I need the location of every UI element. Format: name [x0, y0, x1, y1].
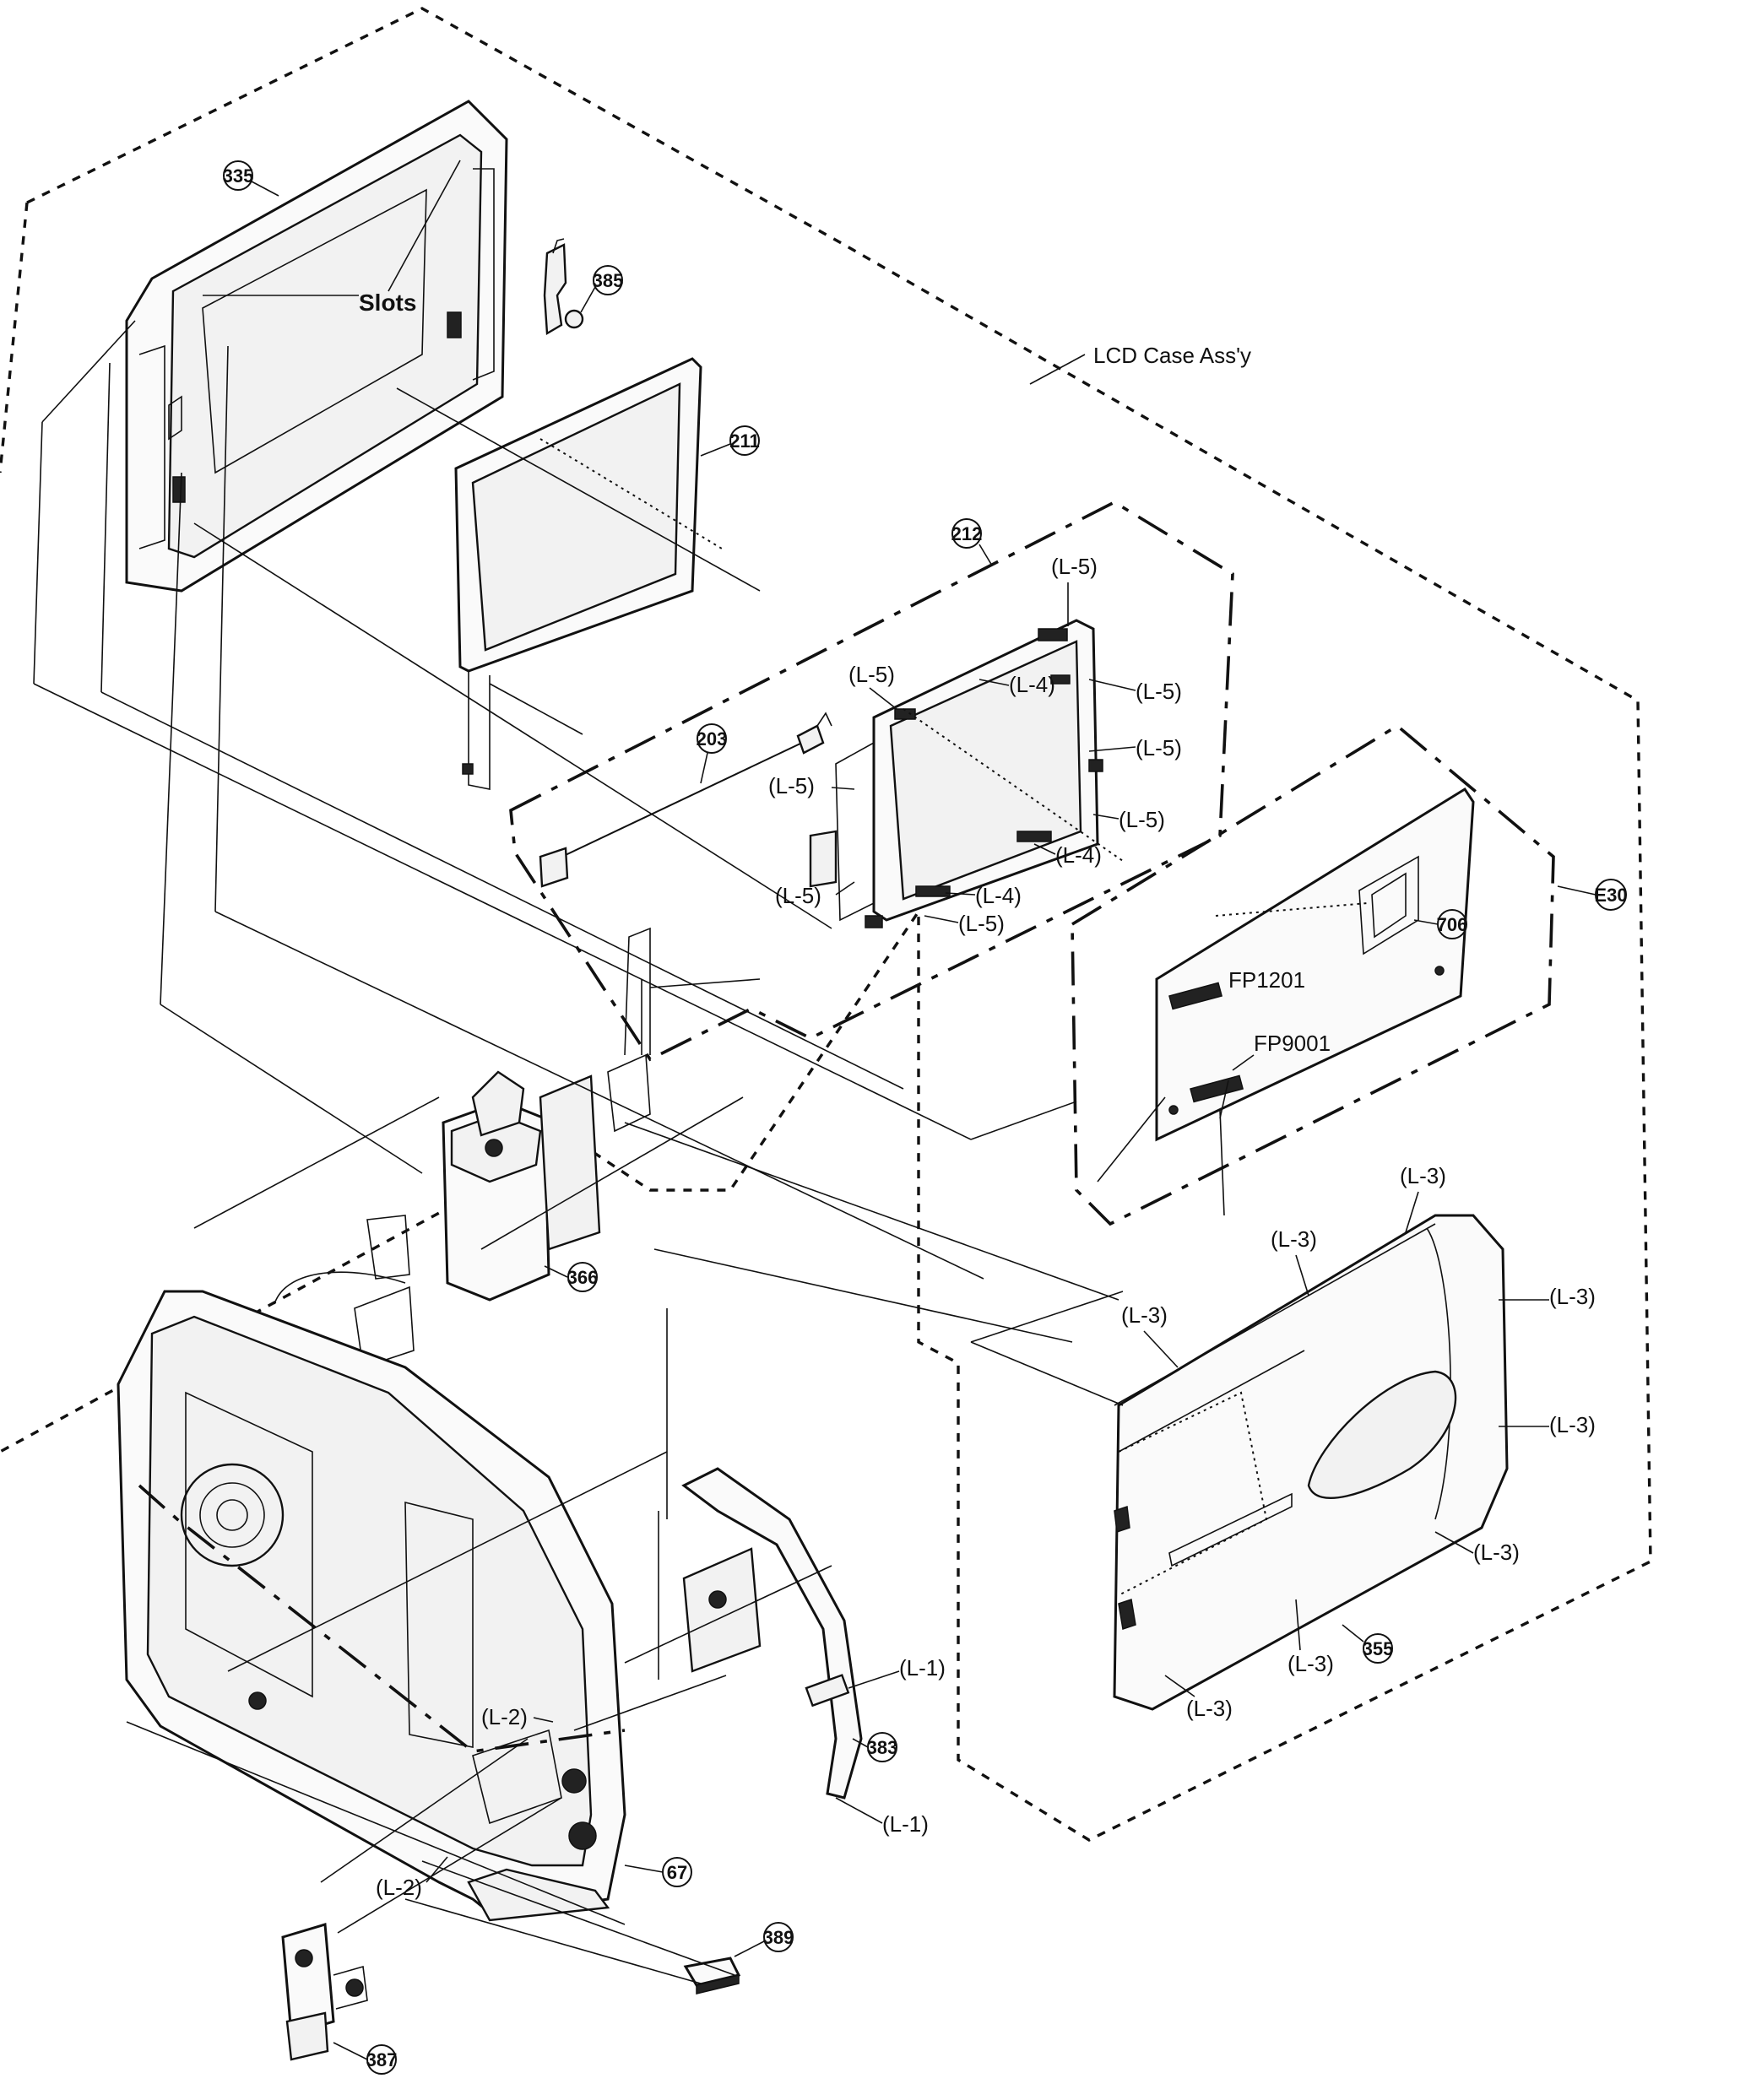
callout-212: 212 [951, 518, 983, 549]
assembly-leader [1029, 354, 1086, 385]
svg-text:387: 387 [366, 2049, 398, 2070]
part-203-cable [539, 712, 832, 888]
part-389-pad [683, 1957, 741, 1994]
part-335-lcd-frame [125, 100, 508, 593]
group-e30-boundary [1071, 723, 1555, 1226]
part-383-grip-cover [681, 1467, 863, 1800]
screw-label-l3-7: (L-3) [1288, 1651, 1334, 1676]
screw-label-l5-right: (L-5) [1136, 679, 1182, 704]
svg-text:E30: E30 [1594, 885, 1627, 906]
screw-label-l4-top: (L-4) [1009, 672, 1055, 697]
connector-fp1201: FP1201 [1228, 967, 1305, 993]
screw-label-l5-right-2: (L-5) [1136, 735, 1182, 760]
callout-385: 385 [593, 265, 624, 295]
callout-67: 67 [662, 1857, 692, 1887]
svg-text:203: 203 [697, 728, 728, 750]
svg-text:385: 385 [593, 270, 624, 291]
callout-383: 383 [867, 1732, 898, 1762]
part-366-hinge [442, 927, 651, 1302]
connector-fp9001: FP9001 [1254, 1031, 1331, 1056]
screw-label-l3-5: (L-3) [1549, 1412, 1596, 1437]
callout-203: 203 [697, 723, 728, 754]
callout-211: 211 [729, 425, 760, 456]
screw-label-l5-top: (L-5) [1051, 554, 1098, 579]
svg-text:389: 389 [763, 1927, 794, 1948]
assembly-guide-lines [33, 320, 1369, 1984]
screw-label-l4-mid: (L-4) [1055, 842, 1102, 868]
screw-label-l2-1: (L-2) [481, 1704, 528, 1729]
svg-text:355: 355 [1363, 1638, 1394, 1659]
part-385-spring [543, 238, 584, 336]
screw-label-l3-2: (L-3) [1271, 1226, 1317, 1252]
screw-label-l3-4: (L-3) [1121, 1302, 1168, 1328]
assembly-label: LCD Case Ass'y [1093, 343, 1251, 368]
svg-text:706: 706 [1437, 914, 1468, 935]
callout-387: 387 [366, 2044, 398, 2075]
part-211-lcd-panel [454, 357, 702, 790]
screw-label-l5-bottom: (L-5) [958, 911, 1005, 936]
callout-e30: E30 [1594, 879, 1628, 911]
screw-label-l5-left-mid: (L-5) [768, 773, 815, 798]
screw-label-l4-bottom: (L-4) [975, 883, 1022, 908]
group-212-boundary [509, 500, 1234, 1062]
lcd-case-left-edge [0, 202, 29, 474]
screw-label-l3-1: (L-3) [1400, 1163, 1446, 1188]
screw-label-l5-left-bottom: (L-5) [775, 883, 821, 908]
svg-text:335: 335 [223, 165, 254, 187]
screw-label-l3-3: (L-3) [1549, 1284, 1596, 1309]
callout-335: 335 [223, 160, 254, 191]
slots-label: Slots [359, 290, 416, 316]
screw-label-l5-right-3: (L-5) [1119, 807, 1165, 832]
part-e30-pcb [1155, 787, 1475, 1142]
screw-label-l1-top: (L-1) [899, 1655, 946, 1681]
screw-label-l3-8: (L-3) [1186, 1696, 1233, 1721]
callout-355: 355 [1363, 1633, 1394, 1664]
callout-389: 389 [763, 1922, 794, 1952]
svg-text:366: 366 [567, 1267, 599, 1288]
backlight-chassis [809, 619, 1103, 928]
slots-leader-2 [388, 160, 461, 292]
callout-706: 706 [1437, 909, 1468, 939]
svg-text:212: 212 [951, 523, 983, 544]
svg-text:383: 383 [867, 1737, 898, 1758]
screw-label-l5-left-top: (L-5) [848, 662, 895, 687]
part-387-bracket [281, 1923, 368, 2061]
screw-label-l3-6: (L-3) [1473, 1540, 1520, 1565]
callout-366: 366 [567, 1262, 599, 1292]
svg-text:211: 211 [729, 430, 760, 452]
part-355-rear-cover [1113, 1214, 1509, 1711]
svg-text:67: 67 [667, 1862, 687, 1883]
screw-label-l1-bottom: (L-1) [882, 1811, 929, 1837]
part-67-body-case [117, 1290, 626, 1922]
